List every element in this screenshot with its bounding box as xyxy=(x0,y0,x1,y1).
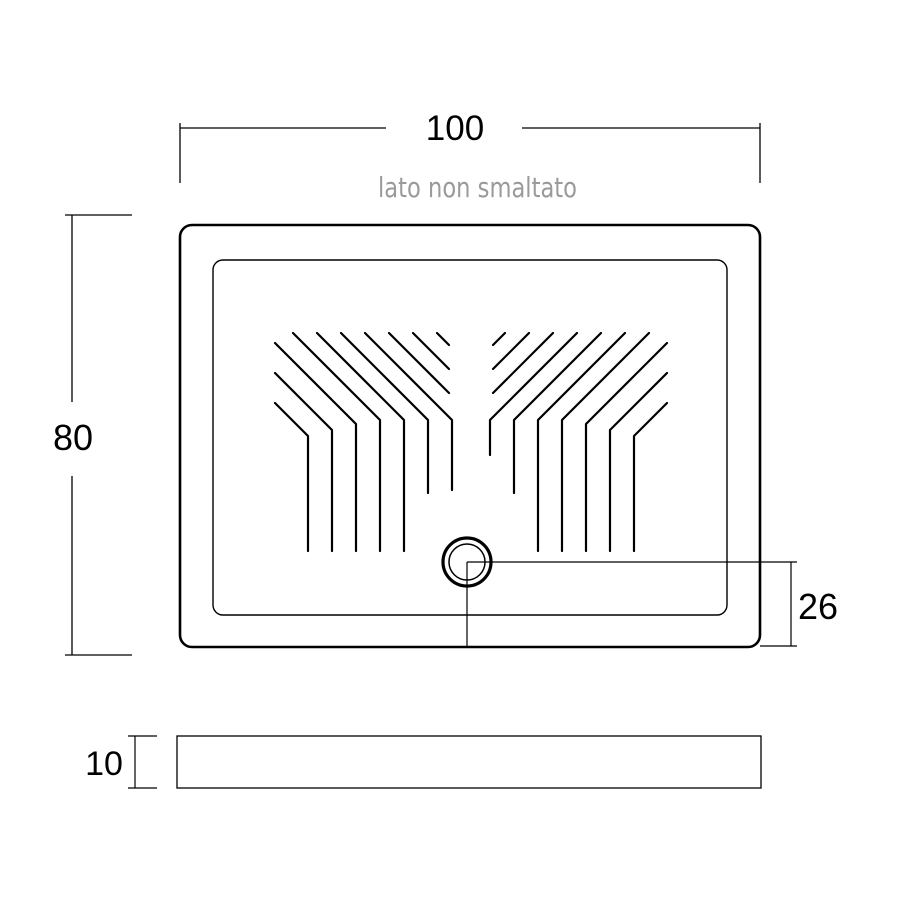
drain-dim-label: 26 xyxy=(798,586,838,627)
groove-left-short-2 xyxy=(411,331,451,371)
width-dimension: 100 xyxy=(179,109,761,183)
anti-slip-grooves xyxy=(273,331,669,553)
tray-inner-basin xyxy=(212,259,728,616)
groove-right-7 xyxy=(488,331,579,457)
unglazed-side-note: lato non smaltato xyxy=(378,171,577,204)
groove-right-2 xyxy=(608,371,669,553)
tray-side-view xyxy=(176,735,762,789)
width-dim-label: 100 xyxy=(426,109,484,148)
groove-right-short-3 xyxy=(491,331,507,347)
groove-left-7 xyxy=(363,331,454,492)
drain-offset-dimension: 26 xyxy=(466,561,838,647)
groove-right-6 xyxy=(512,331,603,495)
groove-right-1 xyxy=(632,401,669,553)
groove-right-4 xyxy=(560,331,651,553)
groove-left-6 xyxy=(339,331,430,495)
groove-left-4 xyxy=(291,331,382,553)
groove-right-3 xyxy=(584,341,669,553)
depth-dimension: 80 xyxy=(53,214,132,656)
tray-outer-edge xyxy=(178,223,762,649)
depth-dim-label: 80 xyxy=(53,417,93,458)
groove-right-short-2 xyxy=(491,331,531,371)
height-dim-label: 10 xyxy=(85,745,123,783)
groove-left-3 xyxy=(273,341,358,553)
groove-left-5 xyxy=(315,331,406,553)
height-dimension: 10 xyxy=(85,735,157,789)
groove-left-1 xyxy=(273,401,310,553)
groove-left-2 xyxy=(273,371,334,553)
groove-left-short-3 xyxy=(435,331,451,347)
groove-left-short-1 xyxy=(387,331,451,395)
groove-right-5 xyxy=(536,331,627,553)
groove-right-short-1 xyxy=(491,331,555,395)
